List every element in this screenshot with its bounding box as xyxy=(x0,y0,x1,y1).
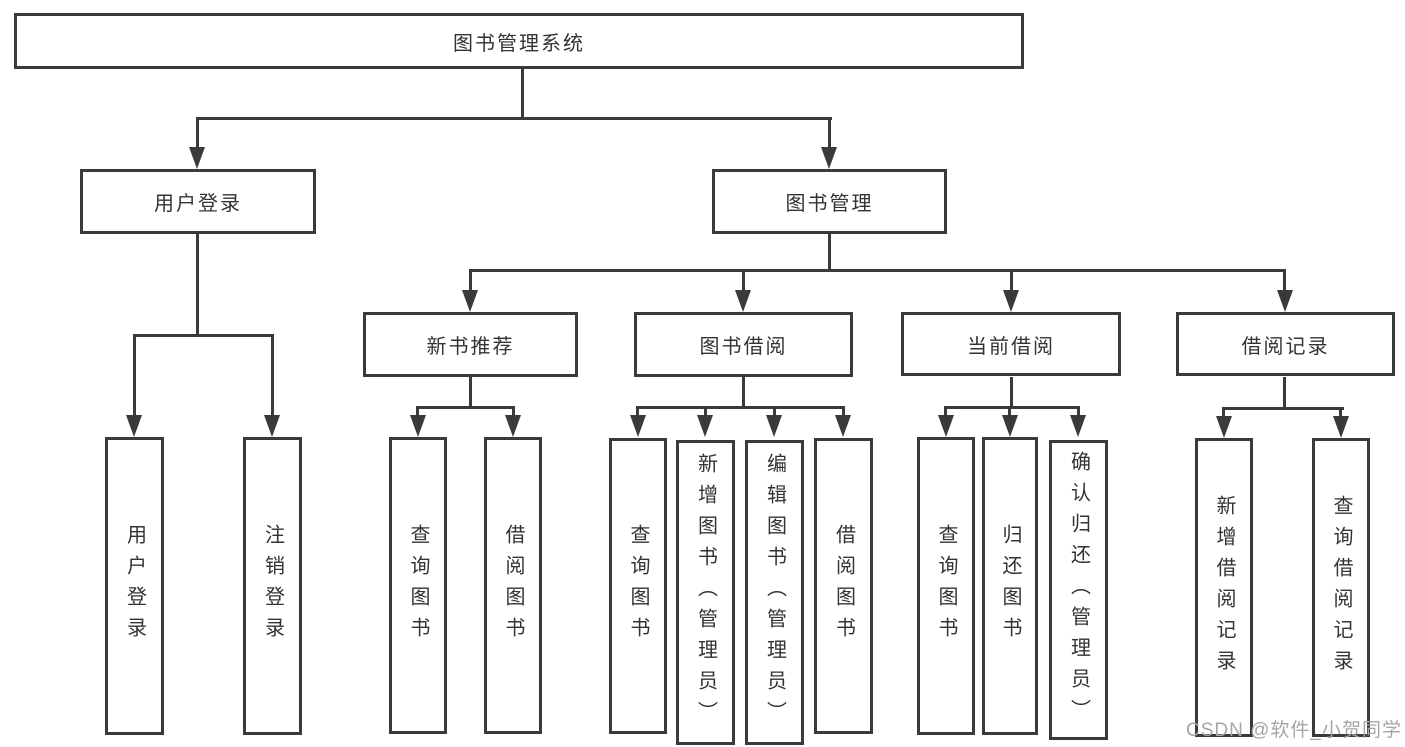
leaf-borrow-books-recommend: 借阅图书 xyxy=(484,437,542,734)
connector-line xyxy=(196,117,832,120)
connector-line xyxy=(1077,406,1080,419)
arrow-down-icon xyxy=(821,147,837,169)
leaf-query-books-recommend: 查询图书 xyxy=(389,437,447,734)
arrow-down-icon xyxy=(410,415,426,437)
arrow-down-icon xyxy=(938,415,954,437)
node-library-management-system: 图书管理系统 xyxy=(14,13,1024,69)
connector-line xyxy=(944,406,1080,409)
leaf-add-book-admin: 新增图书（管理员） xyxy=(676,440,735,745)
arrow-down-icon xyxy=(1070,415,1086,437)
leaf-confirm-return-admin: 确认归还（管理员） xyxy=(1049,440,1108,740)
connector-line xyxy=(416,406,419,419)
connector-line xyxy=(469,269,1286,272)
connector-line xyxy=(828,117,831,151)
connector-line xyxy=(1008,406,1011,419)
connector-line xyxy=(469,377,472,407)
connector-line xyxy=(1222,407,1344,410)
connector-line xyxy=(271,334,274,419)
arrow-down-icon xyxy=(462,290,478,312)
connector-line xyxy=(828,234,831,270)
leaf-return-book: 归还图书 xyxy=(982,437,1038,735)
arrow-down-icon xyxy=(1277,290,1293,312)
connector-line xyxy=(636,406,845,409)
node-current-borrowing: 当前借阅 xyxy=(901,312,1121,376)
arrow-down-icon xyxy=(189,147,205,169)
connector-line xyxy=(133,334,136,419)
node-user-login: 用户登录 xyxy=(80,169,316,234)
leaf-user-login: 用户登录 xyxy=(105,437,164,735)
arrow-down-icon xyxy=(505,415,521,437)
arrow-down-icon xyxy=(835,415,851,437)
connector-line xyxy=(842,406,845,419)
arrow-down-icon xyxy=(735,290,751,312)
connector-line xyxy=(1339,407,1342,420)
connector-line xyxy=(773,406,776,419)
connector-line xyxy=(521,69,524,118)
connector-line xyxy=(742,269,745,294)
arrow-down-icon xyxy=(126,415,142,437)
connector-line xyxy=(512,406,515,419)
arrow-down-icon xyxy=(1333,416,1349,438)
leaf-add-borrow-record: 新增借阅记录 xyxy=(1195,438,1253,737)
leaf-query-borrow-record: 查询借阅记录 xyxy=(1312,438,1370,737)
arrow-down-icon xyxy=(1002,415,1018,437)
connector-line xyxy=(196,117,199,151)
arrow-down-icon xyxy=(766,415,782,437)
arrow-down-icon xyxy=(630,415,646,437)
connector-line xyxy=(636,406,639,419)
connector-line xyxy=(742,377,745,407)
leaf-query-books-current: 查询图书 xyxy=(917,437,975,735)
connector-line xyxy=(1222,407,1225,420)
leaf-edit-book-admin: 编辑图书（管理员） xyxy=(745,440,804,745)
connector-line xyxy=(944,406,947,419)
connector-line xyxy=(196,234,199,335)
connector-line xyxy=(1283,377,1286,408)
node-new-book-recommendation: 新书推荐 xyxy=(363,312,578,377)
arrow-down-icon xyxy=(1003,290,1019,312)
connector-line xyxy=(1283,269,1286,294)
connector-line xyxy=(704,406,707,419)
node-book-borrowing: 图书借阅 xyxy=(634,312,853,377)
arrow-down-icon xyxy=(697,415,713,437)
leaf-query-books-borrow: 查询图书 xyxy=(609,438,667,734)
leaf-borrow-books: 借阅图书 xyxy=(814,438,873,734)
arrow-down-icon xyxy=(264,415,280,437)
connector-line xyxy=(133,334,274,337)
connector-line xyxy=(469,269,472,294)
connector-line xyxy=(1010,269,1013,294)
arrow-down-icon xyxy=(1216,416,1232,438)
node-borrowing-records: 借阅记录 xyxy=(1176,312,1395,376)
node-book-management: 图书管理 xyxy=(712,169,947,234)
leaf-logout: 注销登录 xyxy=(243,437,302,735)
watermark: CSDN @软件_小贺同学 xyxy=(1186,720,1402,741)
connector-line xyxy=(1010,377,1013,407)
connector-line xyxy=(416,406,515,409)
